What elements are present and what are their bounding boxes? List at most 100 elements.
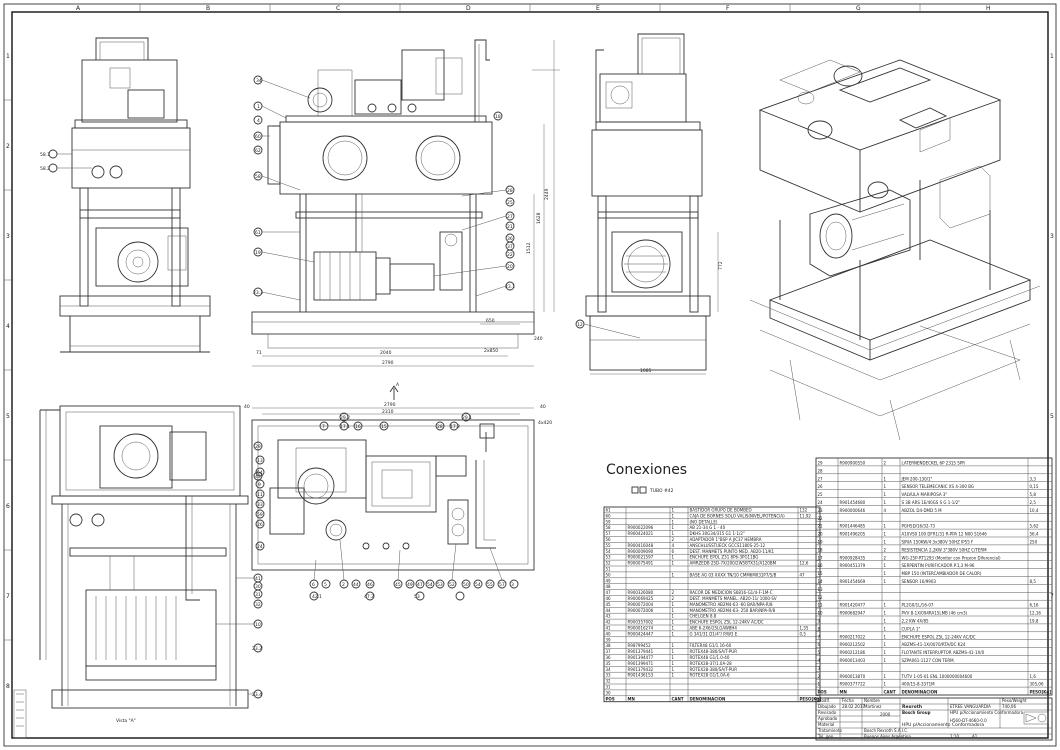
table-cell-peso: 11,92 [800,513,812,518]
table-cell-cant: 1 [672,631,675,636]
part-balloon: 26 [257,522,263,528]
table-cell-mn: R900009090 [628,549,654,554]
table-cell-cant: 1 [884,476,887,481]
grid-number: 5 [1050,413,1054,420]
table-cell-pos: 43 [606,614,612,619]
title-row-label: Material [818,722,834,727]
table-cell-pos: 10 [818,611,824,616]
part-balloon: 41 [255,576,261,582]
table-cell-cant: 1 [884,484,887,489]
table-cell-cant: 2 [672,590,675,595]
grid-letters-top: A B C D E F G H [76,5,991,12]
table-cell-pos: 3 [818,666,821,671]
table-cell-den: ENCHUFE EPOL Z31 8P6-3PG11BG [690,555,759,560]
table-cell-den: SERPENTIN PURIFICADOR P.1,3 M-96 [902,563,975,568]
title-row-label: Modif. [818,698,830,703]
table-cell-mn: R901454669 [840,579,866,584]
table-cell-cant: 1 [672,525,675,530]
table-cell-mn: R900928435 [840,555,866,560]
table-cell-den: BASTIDOR GRUPO DE BOMBEO [690,508,752,513]
client-name: ETREE VANGUARDIA [950,704,991,709]
table-cell-pos: 40 [606,631,612,636]
table-cell-den: A10VS0 100 DFR1/31 R-PPA 12 N00 51646 [902,532,988,537]
table-cell-pos: 19 [818,540,824,545]
part-balloon: 42.1 [312,594,322,600]
table-cell-den: PL2G0/1L/16-07 [902,603,934,608]
dimension-label: 1085 [640,368,652,374]
table-cell-den: ABE 6-2X6/25LGAW8H4 [690,626,738,631]
table-cell-mn: R900072004 [628,602,654,607]
dimension-label: 2040 [380,350,392,356]
grid-number: 7 [6,593,10,600]
part-balloon: 54 [475,582,481,588]
part-balloon: 54 [427,582,433,588]
part-balloon: 52 [449,582,455,588]
table-cell-cant: 1 [672,667,675,672]
table-cell-den: 2,2 KW 4X/85 [902,619,930,624]
table-cell-pos: 11 [818,603,824,608]
table-cell-den: MANOMETRO AB2M4-63 -60 BAR/NPA-R/8 [690,602,774,607]
plan-bottom-balloons: 6 5 2 44 46 45 49 47 54 53 52 50 54 55 5… [309,539,519,601]
dimension-label: 2x850 [484,348,498,354]
part-balloon: 24 [257,544,263,550]
table-cell-peso: 2,5 [1030,500,1037,505]
table-cell-cant: 2 [884,461,887,466]
table-cell-cant: 1 [884,571,887,576]
table-cell-pos: 26 [818,484,824,489]
dimension-label: 2790 [384,402,396,408]
table-cell-mn: R900021597 [628,555,654,560]
table-cell-cant: 1 [884,492,887,497]
table-cell-den: WG-25P-RT1293 (Monitor con Presion Difer… [902,555,1002,560]
part-balloon: 17.2 [450,424,460,430]
grid-ticks [4,4,921,641]
table-cell-den: FLOTANTE INTERRUPTOR ABZMS-41-1X/0 [902,650,985,655]
table-cell-pos: 54 [606,549,612,554]
table-cell-den: PVV 8-1X/094RA15LMB (46 cm3) [902,611,968,616]
brand-logo: Rexroth [902,704,922,710]
table-cell-pos: 6 [818,642,821,647]
table-cell-den: SIRIA 150KW/4 3x380V 50HZ IP55 F [902,540,975,545]
scale-value: 1:10 [950,734,959,739]
table-cell-pos: 56 [606,537,612,542]
table-cell-pos: 17 [818,555,824,560]
right-side-view: 772 1085 [585,33,724,375]
part-balloon: 53 [437,582,443,588]
table-cell-den: TUTV 1-05-01 ENL 1000000004600 [901,674,973,679]
table-cell-cant: 1 [672,608,675,613]
part-balloon: 34 [256,78,262,84]
table-cell-den: ABZOL D4-DMD 5 M [902,508,943,513]
table-cell-den: S 3B ARS 1E/40GS S G 1-1/2" [902,500,961,505]
table-cell-cant: 1 [884,674,887,679]
table-cell-cant: 1 [884,650,887,655]
table-cell-mn: R900013403 [840,658,866,663]
table-cell-den: ROTEX48 G1/1.0-40 [690,655,730,660]
title-row-label: Revisado [818,710,837,715]
svg-text:A: A [396,382,400,388]
table-cell-pos: 5 [818,650,821,655]
table-cell-pos: 52 [606,561,612,566]
table-cell-pos: 24 [818,500,824,505]
table-cell-cant: 6 [672,549,675,554]
part-balloon: 29.1 [462,415,472,421]
table-cell-mn: R900000646 [840,508,866,513]
part-balloon: 64 [257,470,263,476]
table-cell-pos: 21 [818,524,824,529]
table-cell-den: MBP 150 (INTERCAMBIADOR DE CALOR) [902,571,982,576]
table-cell-pos: 31 [606,685,612,690]
table-cell-den: SENSOR 16/9903 [902,579,937,584]
table-cell-mn: R900416048 [628,543,654,548]
side2-balloons: 29 43 41 30 31 32 23.4 10 23.2 [216,441,263,699]
side-view-a: Vista "A" 29 43 41 30 31 32 23.4 10 23.2 [13,405,263,739]
part-balloon: 43 [255,474,261,480]
table-cell-den: 400/15-8-3371M [902,682,936,687]
table-cell-pos: 2 [818,674,821,679]
table-cell-den: SZPA061-1127 CON TERM. [902,658,955,663]
table-cell-mn: R900016274 [628,626,654,631]
part-balloon: 58.2 [40,166,50,172]
title-row-label: Aprobado [818,716,838,721]
table-header-cant: CANT [884,690,896,695]
part-balloon: 23.3 [253,290,263,296]
table-cell-cant: 2 [884,555,887,560]
table-cell-cant: 2 [672,596,675,601]
